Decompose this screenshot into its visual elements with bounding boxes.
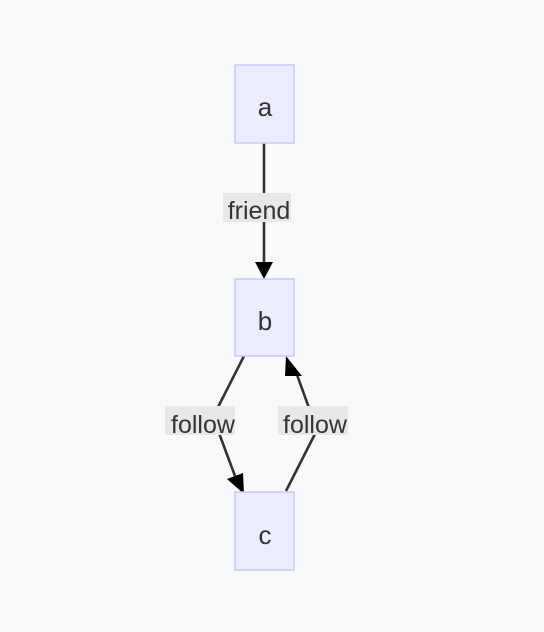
arrowhead-c-from-b	[227, 473, 244, 494]
node-label: c	[259, 520, 272, 550]
node-c: c	[234, 491, 295, 571]
edge-label-follow-left: follow	[165, 406, 236, 439]
arrowhead-b-from-c	[285, 356, 302, 376]
node-label: b	[258, 306, 272, 336]
edge-label-text: follow	[283, 411, 348, 439]
node-b: b	[234, 278, 295, 357]
arrowhead-b-from-a	[255, 262, 273, 279]
edge-label-text: follow	[171, 411, 236, 439]
edge-label-follow-right: follow	[278, 406, 348, 439]
edge-label-text: friend	[228, 197, 291, 225]
edge-label-friend: friend	[223, 193, 291, 225]
node-label: a	[258, 92, 273, 122]
node-a: a	[234, 64, 295, 144]
